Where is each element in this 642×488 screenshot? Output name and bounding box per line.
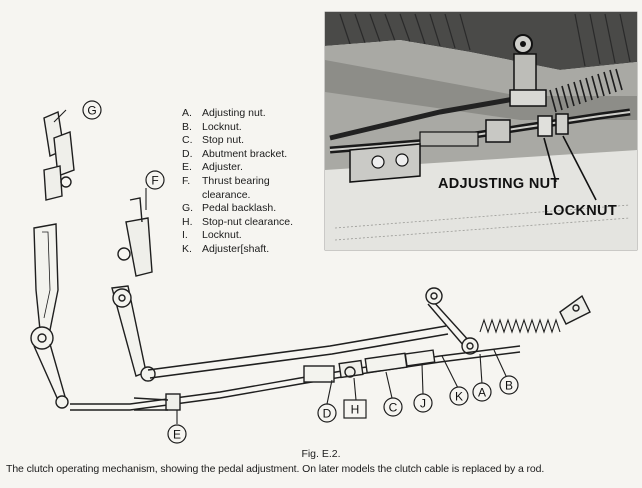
legend-item: G.Pedal backlash. — [182, 202, 277, 215]
svg-text:K: K — [455, 390, 463, 404]
legend-item: F.Thrust bearing clearance. — [182, 174, 270, 201]
callout-E: E — [167, 424, 187, 444]
legend-item: I.Locknut. — [182, 229, 242, 242]
callout-B: B — [499, 375, 519, 395]
svg-text:A: A — [478, 386, 486, 400]
callout-D: D — [317, 403, 337, 423]
legend-item: H.Stop-nut clearance. — [182, 215, 294, 228]
legend-item: C.Stop nut. — [182, 134, 245, 147]
svg-text:H: H — [351, 403, 360, 417]
legend-item: E.Adjuster. — [182, 161, 243, 174]
figure-number: Fig. E.2. — [301, 448, 341, 460]
callout-G: G — [82, 100, 102, 120]
svg-text:G: G — [87, 104, 96, 118]
adjusting-nut-label: ADJUSTING NUT — [438, 176, 560, 192]
callouts — [53, 109, 507, 424]
svg-text:D: D — [323, 407, 332, 421]
legend-item: K.Adjuster[shaft. — [182, 242, 270, 255]
legend: A.Adjusting nut. B.Locknut. C.Stop nut. … — [182, 107, 293, 257]
svg-text:J: J — [420, 397, 426, 411]
legend-item: D.Abutment bracket. — [182, 147, 288, 160]
callout-C: C — [383, 397, 403, 417]
svg-text:F: F — [151, 174, 158, 188]
locknut-label: LOCKNUT — [544, 203, 617, 219]
figure-caption: The clutch operating mechanism, showing … — [6, 463, 545, 475]
callout-K: K — [449, 386, 469, 406]
legend-item: B.Locknut. — [182, 120, 242, 133]
legend-item: A.Adjusting nut. — [182, 107, 266, 119]
callout-A: A — [472, 382, 492, 402]
svg-text:B: B — [505, 379, 513, 393]
photo-inset — [324, 11, 638, 251]
callout-F: F — [145, 170, 165, 190]
mechanism-drawing — [30, 111, 591, 411]
callout-J: J — [413, 393, 433, 413]
callout-H: H — [343, 399, 367, 419]
svg-text:E: E — [173, 428, 181, 442]
svg-text:C: C — [389, 401, 398, 415]
